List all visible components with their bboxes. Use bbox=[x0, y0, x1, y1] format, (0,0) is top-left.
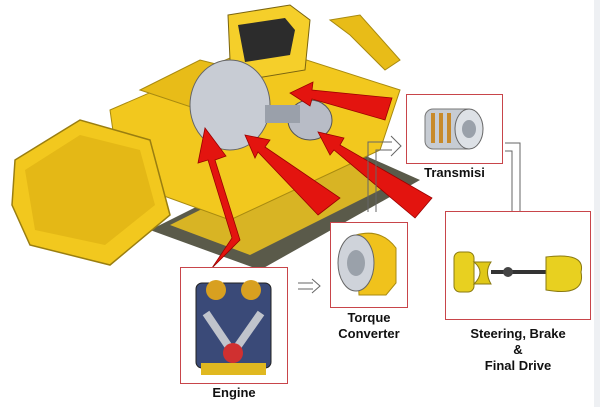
torque-converter-label: Torque Converter bbox=[320, 310, 418, 342]
red-arrows bbox=[197, 81, 433, 269]
red-arrow-transmission-shaft bbox=[317, 131, 433, 219]
torque-converter-box bbox=[330, 222, 408, 308]
engine-box bbox=[180, 267, 288, 384]
engine-image bbox=[195, 280, 272, 375]
final-drive-label-line1: Steering, Brake bbox=[470, 326, 566, 341]
final-drive-label-line3: Final Drive bbox=[484, 358, 552, 373]
arrow-engine-to-converter bbox=[298, 278, 321, 294]
red-arrow-engine bbox=[197, 127, 241, 269]
engine-cutaway bbox=[189, 59, 271, 151]
transmission-image bbox=[424, 108, 484, 150]
torque-converter-image bbox=[337, 232, 397, 296]
blade-face bbox=[25, 135, 155, 245]
transmission-label: Transmisi bbox=[424, 165, 485, 180]
red-arrow-torque bbox=[244, 134, 341, 216]
red-arrow-transmission bbox=[289, 81, 393, 121]
final-drive-image bbox=[453, 251, 583, 293]
ripper bbox=[328, 14, 401, 71]
arrow-converter-to-transmission bbox=[367, 135, 402, 212]
cab-window bbox=[238, 18, 295, 62]
torque-converter-label-line1: Torque bbox=[347, 310, 391, 325]
final-drive-box bbox=[445, 211, 591, 320]
torque-converter-label-line2: Converter bbox=[338, 326, 400, 341]
engine-label: Engine bbox=[212, 385, 256, 400]
transmission-box bbox=[406, 94, 503, 164]
page-edge bbox=[594, 0, 600, 407]
final-drive-label: Steering, Brake & Final Drive bbox=[440, 326, 596, 374]
track-frame bbox=[170, 150, 400, 255]
final-drive-label-line2: & bbox=[513, 342, 523, 357]
drive-shaft bbox=[265, 105, 300, 123]
